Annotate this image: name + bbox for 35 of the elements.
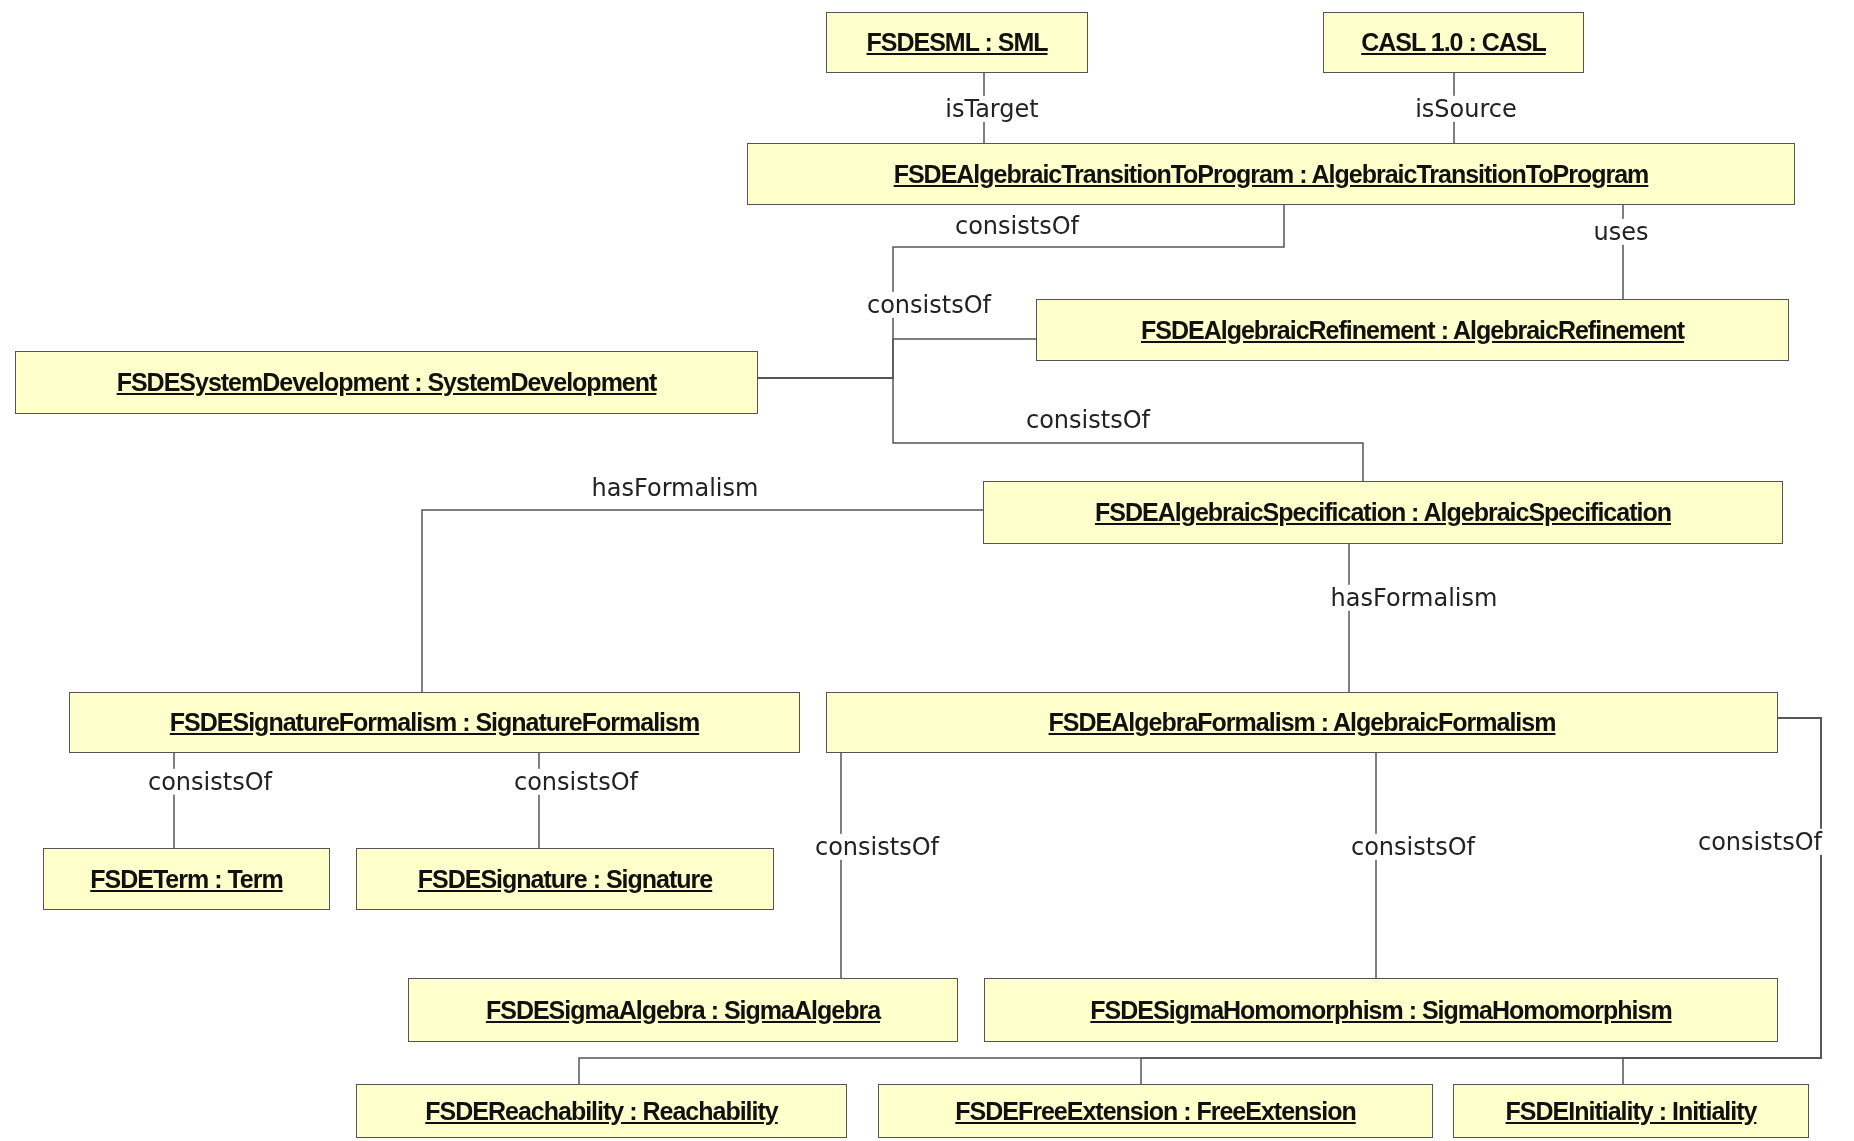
object-box bbox=[984, 978, 1778, 1042]
object-name: FSDEFreeExtension : FreeExtension bbox=[955, 1096, 1356, 1126]
object-box bbox=[1323, 12, 1584, 73]
object-box bbox=[69, 692, 800, 753]
object-box bbox=[747, 143, 1795, 205]
object-name: FSDESML : SML bbox=[866, 28, 1048, 57]
object-box bbox=[356, 1084, 847, 1138]
object-name: FSDESignatureFormalism : SignatureFormalism bbox=[169, 708, 700, 737]
object-name: FSDEReachability : Reachability bbox=[425, 1096, 778, 1126]
object-box bbox=[878, 1084, 1433, 1138]
object-box bbox=[1453, 1084, 1809, 1138]
object-name: CASL 1.0 : CASL bbox=[1361, 28, 1546, 57]
object-name: FSDEAlgebraicSpecification : AlgebraicSpecification bbox=[1095, 498, 1671, 527]
connector-line bbox=[1375, 752, 1377, 979]
object-box bbox=[983, 481, 1783, 544]
object-name: FSDESignature : Signature bbox=[417, 864, 713, 894]
object-name: FSDEAlgebraicTransitionToProgram : AlgebraicTransitionToProgram bbox=[893, 159, 1649, 189]
object-name: FSDEAlgebraicRefinement : AlgebraicRefinement bbox=[1140, 315, 1685, 345]
connector-line bbox=[1622, 717, 1822, 1085]
object-box bbox=[826, 692, 1778, 753]
object-name: FSDEAlgebraFormalism : AlgebraicFormalism bbox=[1048, 708, 1556, 737]
object-box bbox=[1036, 299, 1789, 361]
connector-line bbox=[757, 377, 1364, 482]
connector-line bbox=[840, 752, 842, 979]
object-box bbox=[408, 978, 958, 1042]
object-box bbox=[15, 351, 758, 414]
object-name: FSDESigmaHomomorphism : SigmaHomomorphism bbox=[1090, 995, 1672, 1025]
object-box bbox=[43, 848, 330, 910]
object-box bbox=[826, 12, 1088, 73]
object-name: FSDESigmaAlgebra : SigmaAlgebra bbox=[485, 995, 881, 1025]
connector-line bbox=[421, 509, 984, 693]
object-box bbox=[356, 848, 774, 910]
object-name: FSDEInitiality : Initiality bbox=[1505, 1096, 1757, 1126]
object-name: FSDESystemDevelopment : SystemDevelopment bbox=[116, 368, 657, 397]
object-name: FSDETerm : Term bbox=[90, 864, 283, 894]
